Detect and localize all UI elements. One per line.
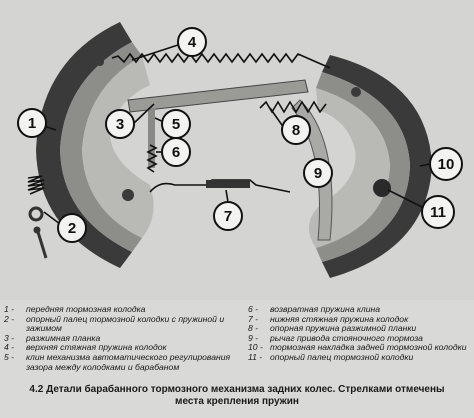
svg-text:1: 1	[28, 115, 36, 132]
callout-1: 1	[17, 108, 47, 138]
svg-text:5: 5	[172, 116, 180, 133]
spreader-bar	[127, 79, 309, 113]
svg-text:6: 6	[172, 144, 180, 161]
callout-7: 7	[213, 201, 243, 231]
wedge-return-spring	[146, 144, 158, 173]
svg-text:4: 4	[188, 34, 197, 51]
callout-11: 11	[421, 195, 455, 229]
adjuster-wedge	[148, 108, 155, 168]
svg-text:10: 10	[438, 156, 455, 173]
legend-item: 4 -верхняя стяжная пружина колодок	[4, 342, 167, 353]
leader-4	[131, 44, 179, 61]
callout-3: 3	[105, 109, 135, 139]
brake-mechanism-photo: 4 1 3 5 6 8 9 10 7 11 2	[17, 22, 463, 278]
legend-item: 8 -опорная пружина разжимной планки	[248, 323, 417, 334]
pin-kit	[27, 175, 48, 259]
callout-9: 9	[303, 158, 333, 188]
svg-text:11: 11	[430, 204, 446, 221]
callout-2: 2	[57, 213, 87, 243]
callout-8: 8	[281, 115, 311, 145]
leader-3	[132, 103, 155, 125]
svg-text:9: 9	[314, 165, 322, 182]
callout-6: 6	[161, 137, 191, 167]
caption-line-1: 4.2 Детали барабанного тормозного механи…	[29, 384, 445, 395]
leader-2	[43, 211, 61, 225]
parts-legend: 1 -передняя тормозная колодка 2 -опорный…	[0, 304, 474, 380]
legend-column-right: 6 -возвратная пружина клина 7 -нижняя ст…	[248, 304, 472, 363]
legend-item: 3 -разжимная планка	[4, 332, 101, 343]
lower-spring-coil	[206, 180, 250, 188]
callout-5: 5	[161, 109, 191, 139]
legend-item: 5 -клин механизма автоматического регули…	[4, 351, 231, 372]
figure-caption: 4.2 Детали барабанного тормозного механи…	[0, 384, 474, 408]
leader-8	[269, 107, 285, 129]
legend-column-left: 1 -передняя тормозная колодка 2 -опорный…	[4, 304, 240, 372]
leader-10	[419, 163, 431, 167]
svg-text:2: 2	[68, 220, 76, 237]
legend-item: 6 -возвратная пружина клина	[248, 304, 381, 314]
svg-text:3: 3	[116, 116, 124, 133]
leader-11	[387, 189, 429, 211]
legend-item: 9 -рычаг привода стояночного тормоза	[248, 332, 423, 343]
legend-item: 1 -передняя тормозная колодка	[4, 304, 146, 314]
svg-text:8: 8	[292, 122, 300, 139]
callout-10: 10	[429, 147, 463, 181]
front-brake-shoe	[36, 22, 154, 268]
svg-text:7: 7	[224, 208, 232, 225]
leader-7	[225, 189, 229, 203]
legend-item: 11 -опорный палец тормозной колодки	[248, 351, 414, 362]
legend-item: 2 -опорный палец тормозной колодки с пру…	[4, 313, 225, 334]
legend-item: 10 -тормозная накладка задней тормозной …	[248, 342, 467, 353]
caption-line-2: места крепления пружин	[175, 396, 299, 407]
legend-item: 7 -нижняя стяжная пружина колодок	[248, 313, 409, 324]
callout-4: 4	[177, 27, 207, 57]
